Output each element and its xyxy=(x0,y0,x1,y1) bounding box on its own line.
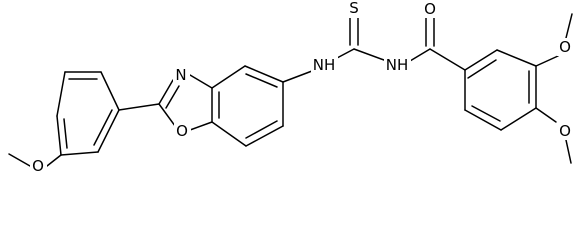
bond-o-c7a xyxy=(189,121,213,131)
bond-bz-5 xyxy=(211,121,247,147)
bond-cs-nh xyxy=(353,48,385,61)
atom-nh-right: NH xyxy=(386,56,409,74)
atom-s-thio: S xyxy=(349,0,359,17)
chemical-structure: O N O NH S NH O O O xyxy=(8,0,574,175)
bond-dm-4 xyxy=(500,107,537,131)
bond-ph-c2 xyxy=(118,103,160,111)
bond-o-methyl-bottom xyxy=(565,139,572,164)
bond-methyl-o-left xyxy=(8,153,31,167)
atom-nh-left: NH xyxy=(313,56,336,74)
atom-o-carbonyl: O xyxy=(424,0,436,18)
bond-bz-2-inner xyxy=(245,73,278,88)
bond-dm-o-bottom xyxy=(535,107,557,123)
bond-dm-1 xyxy=(464,49,498,71)
atom-o-oxazole: O xyxy=(176,122,188,140)
bond-bz-2 xyxy=(244,65,284,83)
bond-n-c3a xyxy=(189,74,213,89)
bond-ph-5-inner xyxy=(93,109,113,146)
bond-bz-nh xyxy=(282,70,313,83)
bond-nh-co xyxy=(409,48,431,62)
bond-bz-1 xyxy=(211,65,246,89)
bond-ph-1-inner xyxy=(63,118,68,149)
atom-o-methoxy-phenyl: O xyxy=(32,157,44,175)
bond-o-methyl-top xyxy=(565,13,573,39)
bond-dm-1-inner xyxy=(467,59,497,79)
atom-labels: O N O NH S NH O O O xyxy=(30,0,574,175)
bond-ph-6 xyxy=(60,151,99,156)
bond-o-phenyl xyxy=(46,154,62,167)
bond-dm-o-top xyxy=(535,55,559,67)
bond-ph-2 xyxy=(56,71,66,117)
bond-co-ring xyxy=(429,48,466,71)
bond-c2-n xyxy=(158,79,174,105)
bond-bz-4-inner xyxy=(245,120,278,139)
bond-dm-2 xyxy=(496,49,537,67)
atom-n-oxazole: N xyxy=(175,66,186,84)
bond-ph-1 xyxy=(56,115,62,156)
bond-ph-4 xyxy=(100,71,120,111)
bond-ph-5 xyxy=(97,109,120,153)
bond-nh-cs xyxy=(336,48,355,59)
bond-dm-5 xyxy=(464,109,502,131)
bond-bz-4 xyxy=(245,125,284,147)
bond-dm-5-inner xyxy=(471,105,501,122)
bond-c2-n-double xyxy=(165,85,180,109)
bonds xyxy=(8,13,573,167)
atom-o-methoxy-top: O xyxy=(559,38,571,56)
atom-o-methoxy-bottom: O xyxy=(559,122,571,140)
